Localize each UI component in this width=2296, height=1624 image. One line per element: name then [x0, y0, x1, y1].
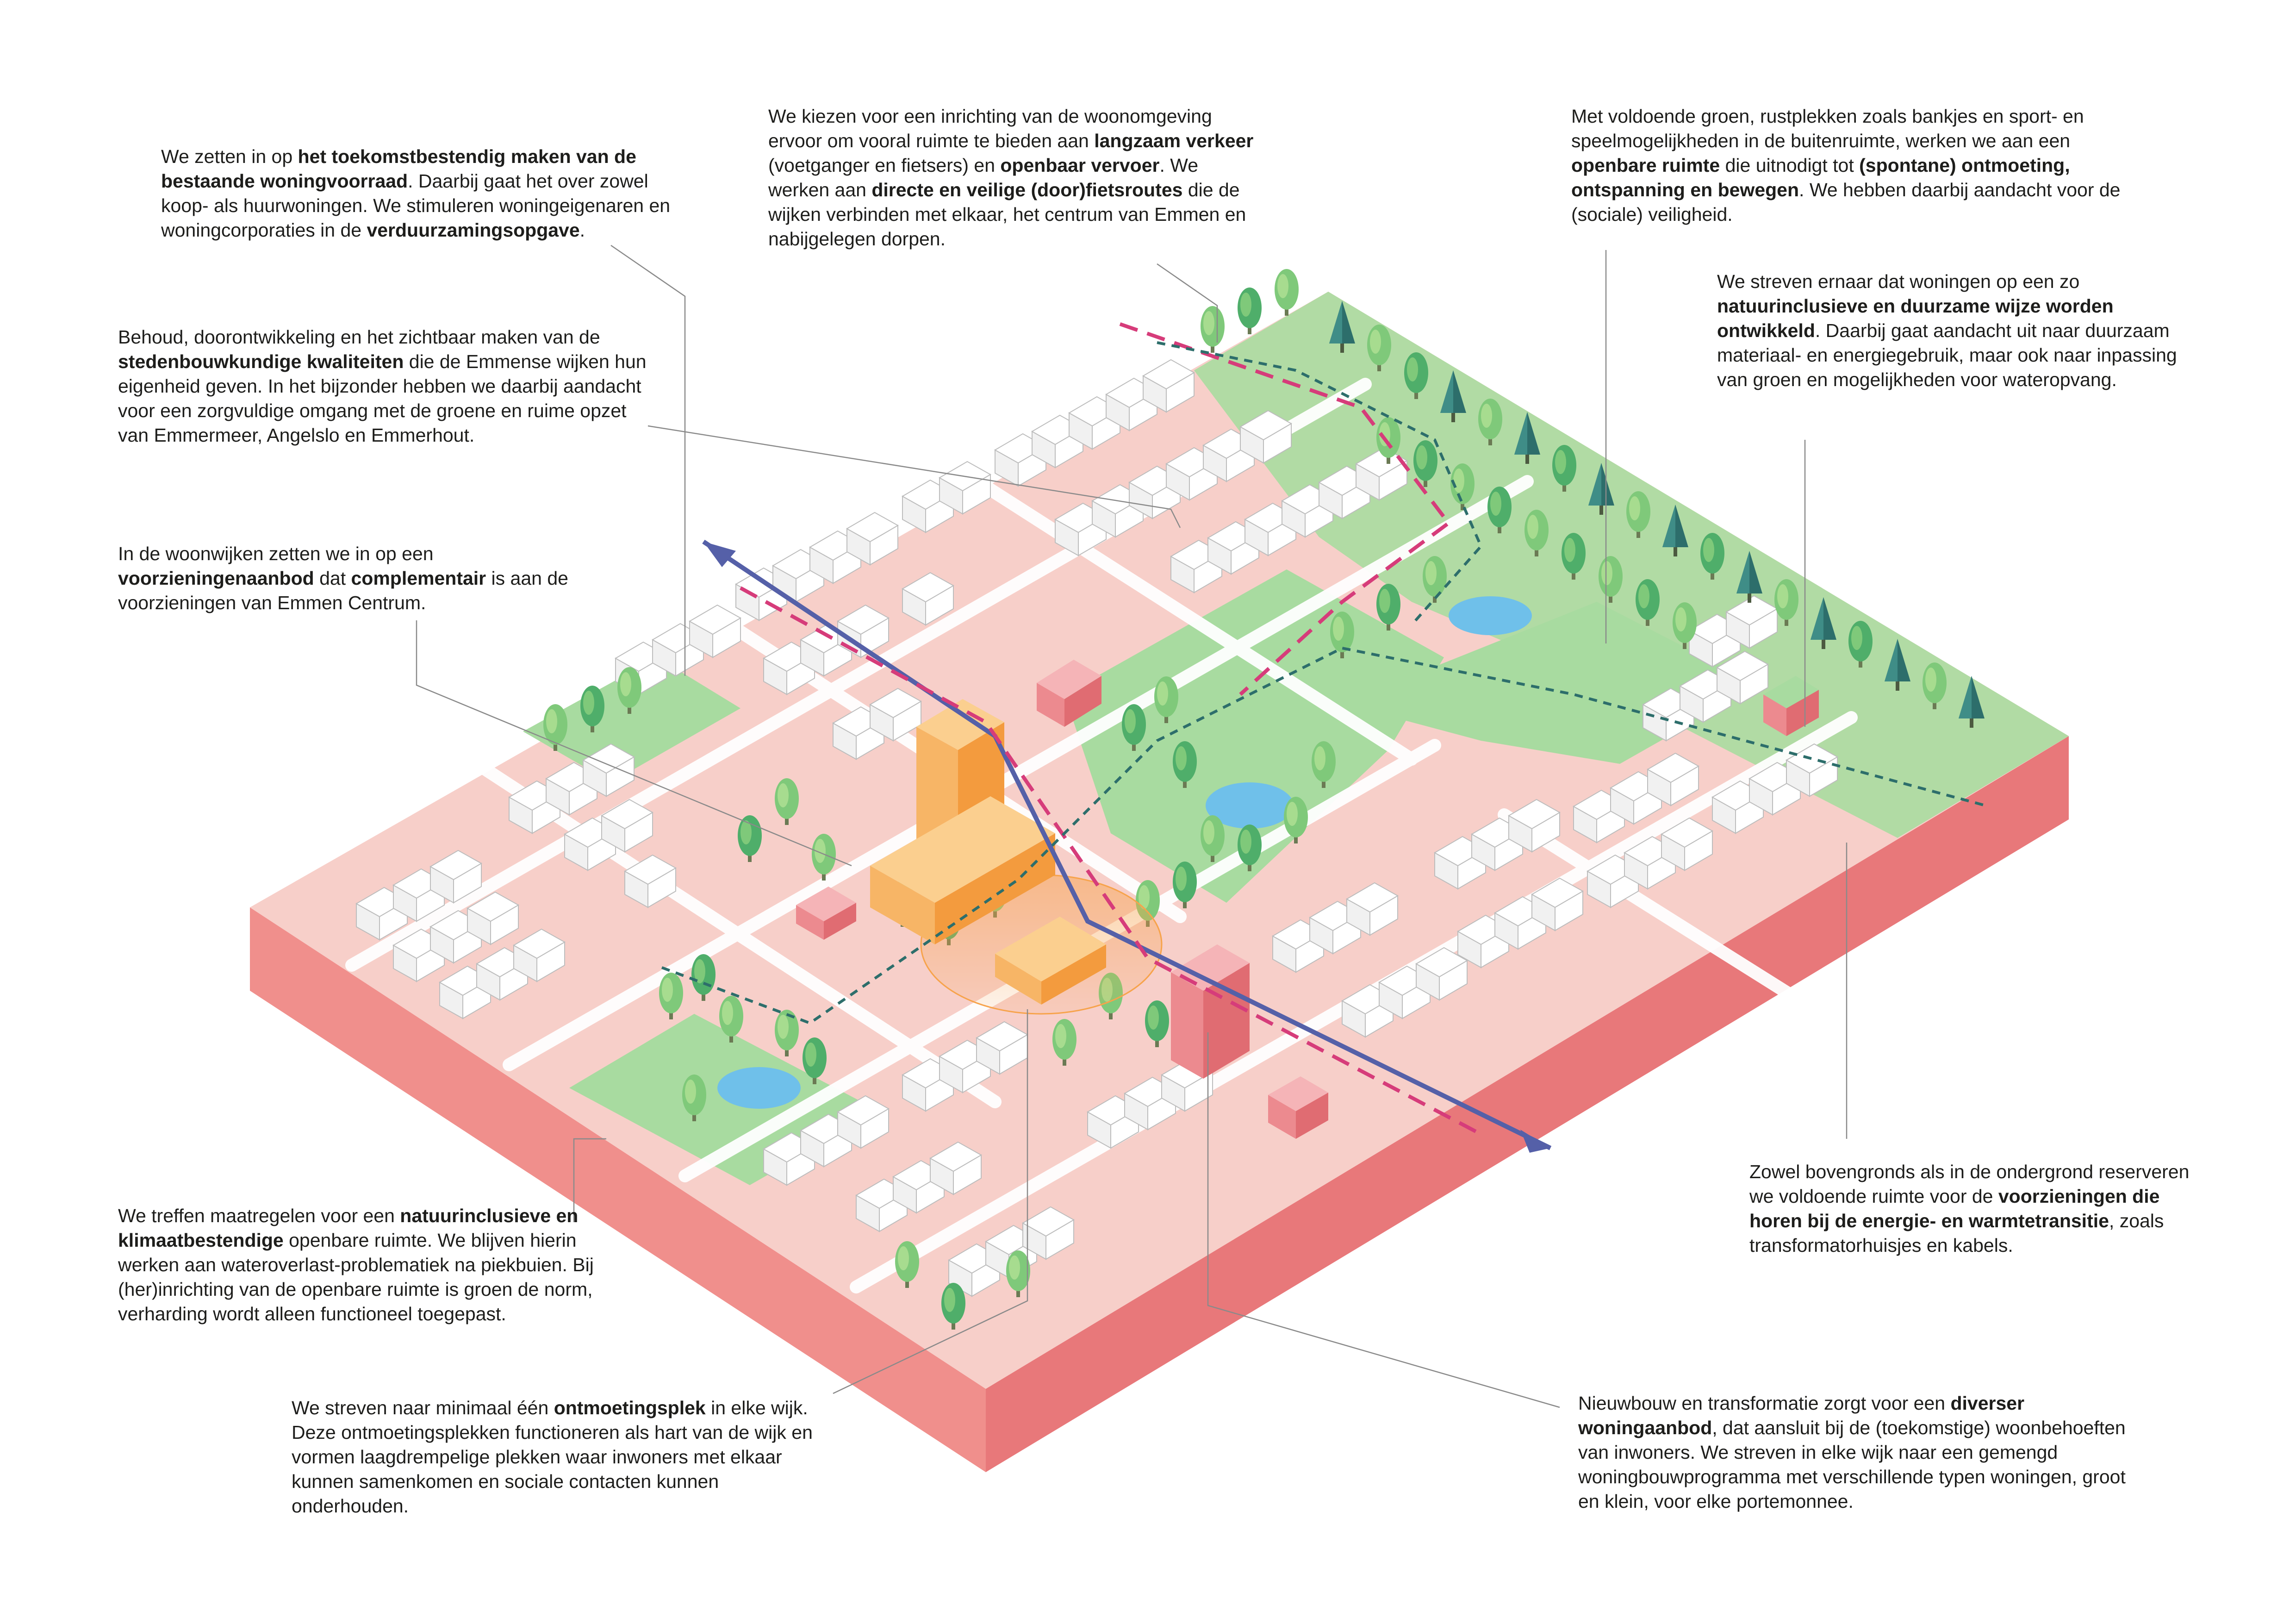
annotation-text: We zetten in op — [161, 146, 298, 167]
annotation-bold: verduurzamingsopgave — [367, 219, 580, 241]
annotation-bold: voorzieningenaanbod — [118, 568, 314, 589]
annotation-natuurinclusief-woningen: We streven ernaar dat woningen op een zo… — [1717, 269, 2208, 392]
annotation-text: . — [579, 219, 585, 241]
annotation-text: , dat aansluit bij de (toekomstige) woon… — [1578, 1417, 2126, 1512]
pond-north — [1449, 596, 1532, 635]
annotation-text: dat — [314, 568, 351, 589]
annotation-bold: (spontane) ontmoeting, ontspanning en be… — [1571, 155, 2070, 200]
annotation-bold: directe en veilige (door)fietsroutes — [871, 179, 1183, 200]
annotation-text: die de Emmense wijken hun eigenheid geve… — [118, 351, 647, 446]
routes — [661, 322, 1986, 1153]
annotation-bold: diverser woningaanbod — [1578, 1393, 2025, 1438]
annotation-text: We treffen maatregelen voor een — [118, 1205, 400, 1226]
annotation-stedenbouw: Behoud, doorontwikkeling en het zichtbaa… — [118, 325, 655, 448]
annotation-bold: langzaam verkeer — [1094, 130, 1254, 151]
annotation-text: die de wijken verbinden met elkaar, het … — [768, 179, 1246, 250]
park-west — [523, 657, 740, 782]
annotation-text: openbare ruimte. We blijven hierin werke… — [118, 1230, 594, 1324]
annotation-text: is aan de voorzieningen van Emmen Centru… — [118, 568, 568, 613]
public-transport-route — [702, 539, 1552, 1150]
annotation-klimaat: We treffen maatregelen voor een natuurin… — [118, 1204, 622, 1326]
annotation-text: We kiezen voor een inrichting van de woo… — [768, 106, 1212, 151]
water-bodies — [717, 596, 1532, 1109]
annotation-voorzieningen: In de woonwijken zetten we in op een voo… — [118, 542, 618, 615]
central-buildings — [870, 699, 1163, 1015]
annotation-bold: stedenbouwkundige kwaliteiten — [118, 351, 404, 372]
annotation-text: Behoud, doorontwikkeling en het zichtbaa… — [118, 326, 600, 348]
annotation-text: Nieuwbouw en transformatie zorgt voor ee… — [1578, 1393, 1951, 1414]
pond-central — [1206, 782, 1294, 829]
walking-route-north — [1157, 341, 1483, 626]
annotation-bold: openbaar vervoer — [1000, 155, 1160, 176]
annotation-text: We streven ernaar dat woningen op een zo — [1717, 271, 2080, 292]
leader-lines — [416, 244, 1848, 1408]
cycle-route-pink-north — [1119, 322, 1451, 696]
annotation-text: Zowel bovengronds als in de ondergrond r… — [1749, 1161, 2190, 1207]
annotation-text: . Daarbij gaat aandacht uit naar duurzaa… — [1717, 320, 2177, 390]
annotation-text: in elke wijk. Deze ontmoetingsplekken fu… — [292, 1397, 813, 1517]
annotation-bold: openbare ruimte — [1571, 155, 1720, 176]
annotation-ontmoeting: We streven naar minimaal één ontmoetings… — [292, 1396, 833, 1518]
annotation-bold: natuurinclusieve en duurzame wijze worde… — [1717, 295, 2114, 341]
annotation-energie: Zowel bovengronds als in de ondergrond r… — [1749, 1160, 2194, 1258]
annotation-bold: ontmoetingsplek — [554, 1397, 706, 1418]
cycle-route-pink — [740, 586, 1482, 1136]
annotation-text: . We werken aan — [768, 155, 1199, 200]
annotation-text: die uitnodigt tot — [1720, 155, 1860, 176]
annotation-bold: natuurinclusieve en klimaatbestendige — [118, 1205, 579, 1251]
walking-route-green — [661, 646, 1986, 1025]
annotation-woningvoorraad: We zetten in op het toekomstbestendig ma… — [161, 144, 675, 243]
annotation-text: In de woonwijken zetten we in op een — [118, 543, 434, 564]
annotation-verkeer: We kiezen voor een inrichting van de woo… — [768, 104, 1263, 251]
base-side-left — [250, 907, 986, 1472]
annotation-groen: Met voldoende groen, rustplekken zoals b… — [1571, 104, 2154, 227]
annotation-nieuwbouw: Nieuwbouw en transformatie zorgt voor ee… — [1578, 1391, 2134, 1514]
annotation-text: Met voldoende groen, rustplekken zoals b… — [1571, 106, 2084, 151]
annotation-text: (voetganger en fietsers) en — [768, 155, 1001, 176]
pond-southwest — [717, 1067, 801, 1109]
annotation-bold: voorzieningen die horen bij de energie- … — [1749, 1186, 2160, 1231]
annotation-text: . Daarbij gaat het over zowel koop- als … — [161, 170, 671, 241]
annotation-bold: het toekomstbestendig maken van de besta… — [161, 146, 636, 192]
annotation-text: . We hebben daarbij aandacht voor de (so… — [1571, 179, 2121, 225]
annotation-text: , zoals transformatorhuisjes en kabels. — [1749, 1210, 2164, 1256]
base-side-right — [986, 736, 2069, 1472]
annotation-text: We streven naar minimaal één — [292, 1397, 554, 1418]
annotation-bold: complementair — [351, 568, 486, 589]
central-park — [1064, 569, 1444, 903]
